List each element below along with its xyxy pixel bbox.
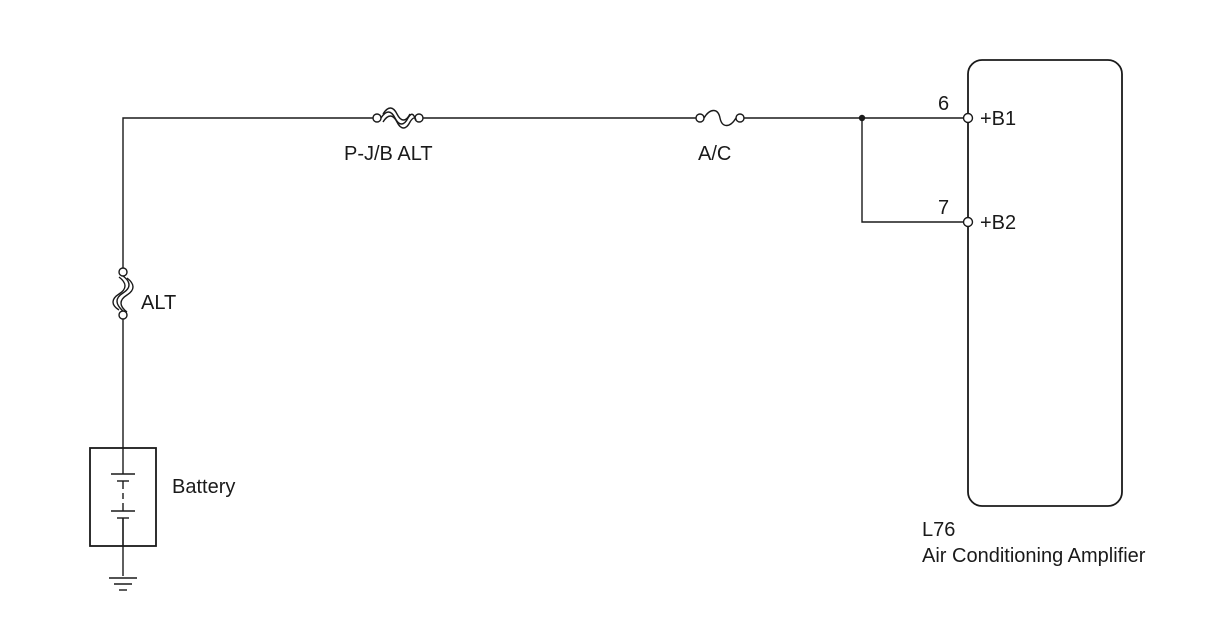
pin-b1-name: +B1 [980, 108, 1016, 130]
fuse-alt-label: ALT [141, 292, 176, 314]
wire-main-left [122, 117, 375, 272]
fuse-pjb-alt-symbol [372, 107, 424, 129]
pin-b1-number: 6 [938, 93, 949, 115]
amplifier-box [967, 59, 1123, 507]
battery-symbol [89, 447, 157, 547]
fuse-pjb-alt-label: P-J/B ALT [344, 143, 433, 165]
fuse-ac-symbol [695, 109, 745, 127]
pin-b2-terminal [962, 216, 974, 228]
pin-b2-number: 7 [938, 197, 949, 219]
ground-symbol [109, 577, 137, 591]
pin-b1-terminal [962, 112, 974, 124]
pin-b2-name: +B2 [980, 212, 1016, 234]
fuse-ac-label: A/C [698, 143, 731, 165]
wires [122, 114, 963, 576]
battery-label: Battery [172, 476, 235, 498]
fuse-alt-symbol [112, 267, 134, 320]
amplifier-code: L76 [922, 519, 955, 541]
junction-dot [858, 114, 866, 122]
amplifier-name: Air Conditioning Amplifier [922, 545, 1146, 567]
wire-branch-to-b2 [861, 118, 963, 223]
